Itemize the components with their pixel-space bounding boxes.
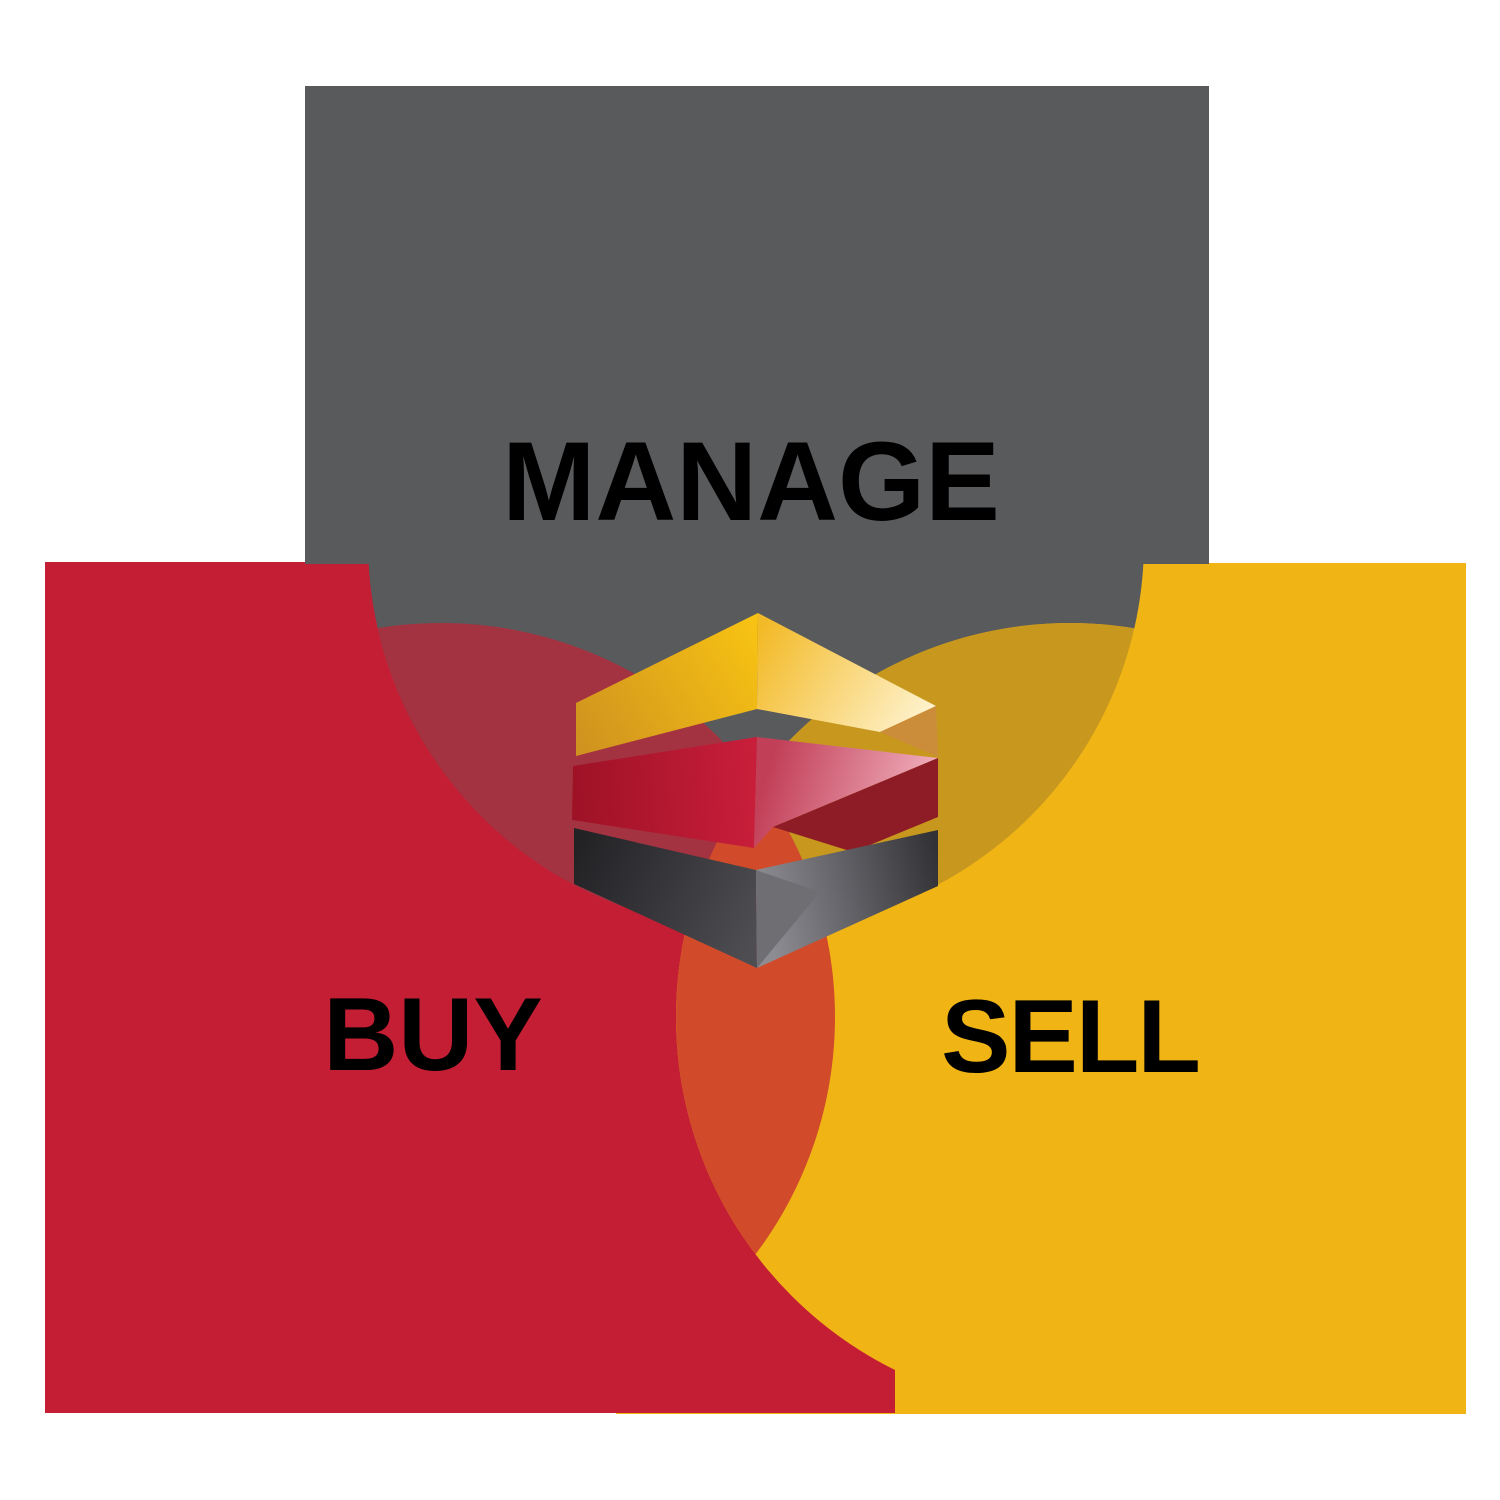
center-logo xyxy=(572,613,938,968)
sell-label: SELL xyxy=(941,979,1199,1095)
logo-yellow-end-facet xyxy=(880,706,938,757)
logo-red-left-face xyxy=(572,737,757,848)
logo-dark-left-face xyxy=(574,828,757,968)
logo-red-right-face xyxy=(754,737,938,848)
logo-yellow-left-face xyxy=(576,613,758,756)
buy-label: BUY xyxy=(323,977,543,1093)
manage-label: MANAGE xyxy=(502,419,1000,544)
logo-dark-right-face xyxy=(756,830,938,968)
logo-red-end-facet xyxy=(773,758,938,852)
logo-yellow-right-face xyxy=(757,613,936,732)
logo-dark-center-facet xyxy=(756,870,820,968)
